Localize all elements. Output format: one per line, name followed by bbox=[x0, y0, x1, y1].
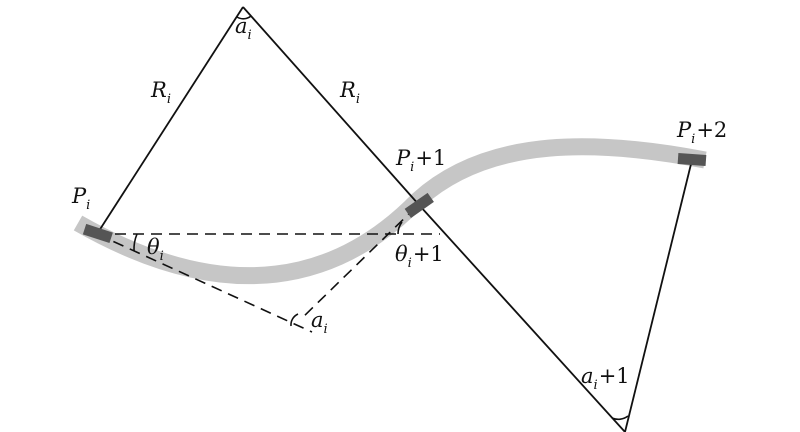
label-theta-i: θi bbox=[147, 235, 165, 264]
radius-line-pi2 bbox=[624, 159, 693, 432]
label-theta-i1: θi+1 bbox=[395, 242, 444, 271]
label-sub: i bbox=[593, 378, 598, 393]
label-sub: i bbox=[407, 256, 412, 271]
bottom-angle-arc bbox=[611, 415, 629, 421]
label-sub: i bbox=[247, 28, 252, 43]
label-radius-left: Ri bbox=[151, 78, 172, 107]
label-bottom-angle: ai+1 bbox=[581, 364, 630, 393]
apex-angle-arc bbox=[236, 15, 252, 20]
label-apex-angle: ai bbox=[235, 14, 253, 43]
label-radius-right: Ri bbox=[340, 78, 361, 107]
label-sub: i bbox=[691, 132, 696, 147]
theta-i1-angle-arc bbox=[397, 221, 403, 235]
marker-pi1 bbox=[404, 192, 434, 218]
label-main: R bbox=[151, 78, 167, 102]
label-lower-angle: ai bbox=[311, 308, 329, 337]
tangent-dashed-line-2 bbox=[299, 206, 417, 321]
tangent-dashed-line bbox=[96, 233, 313, 333]
label-main: a bbox=[311, 308, 324, 332]
label-suffix: +2 bbox=[696, 118, 728, 142]
label-point-pi: Pi bbox=[72, 184, 91, 213]
label-main: R bbox=[340, 78, 356, 102]
label-sub: i bbox=[355, 92, 360, 107]
label-sub: i bbox=[410, 160, 415, 175]
label-main: P bbox=[396, 146, 411, 170]
lower-angle-arc bbox=[290, 313, 299, 327]
label-main: P bbox=[677, 118, 692, 142]
radius-line-left bbox=[96, 6, 244, 235]
radius-line-right bbox=[242, 6, 421, 207]
label-main: a bbox=[581, 364, 594, 388]
label-sub: i bbox=[166, 92, 171, 107]
label-suffix: +1 bbox=[415, 146, 447, 170]
label-main: a bbox=[235, 14, 248, 38]
label-sub: i bbox=[323, 322, 328, 337]
trajectory-curve bbox=[73, 138, 707, 285]
marker-pi2 bbox=[677, 153, 707, 166]
label-main: θ bbox=[395, 242, 408, 266]
label-point-pi1: Pi+1 bbox=[396, 146, 447, 175]
marker-pi bbox=[82, 223, 113, 244]
theta-i-angle-arc bbox=[133, 233, 138, 252]
label-sub: i bbox=[86, 198, 91, 213]
label-suffix: +1 bbox=[598, 364, 630, 388]
label-suffix: +1 bbox=[412, 242, 444, 266]
label-sub: i bbox=[159, 249, 164, 264]
label-point-pi2: Pi+2 bbox=[677, 118, 728, 147]
long-diagonal-line bbox=[419, 205, 626, 432]
label-main: P bbox=[72, 184, 87, 208]
label-main: θ bbox=[147, 235, 160, 259]
